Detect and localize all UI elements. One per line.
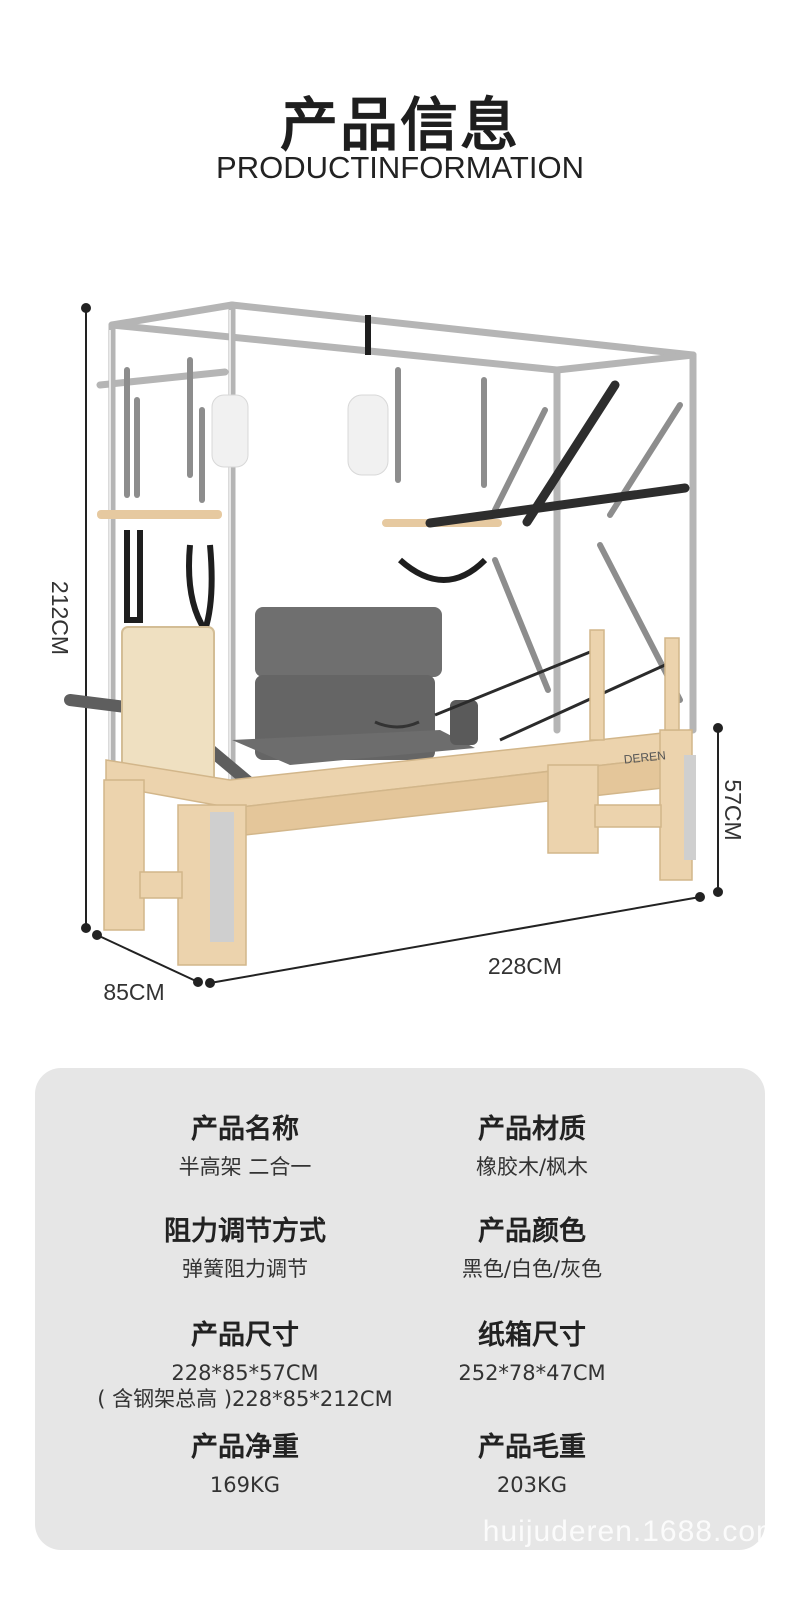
spec-gross-weight: 产品毛重 203KG [367, 1430, 697, 1498]
spec-label: 阻力调节方式 [164, 1216, 326, 1247]
springs [124, 357, 683, 703]
metal-rails [210, 755, 696, 942]
spec-value: 228*85*57CM [171, 1361, 319, 1385]
spec-value: 弹簧阻力调节 [182, 1257, 308, 1281]
spec-value: 半高架 二合一 [178, 1155, 312, 1179]
spec-value: 203KG [496, 1473, 568, 1497]
footboard [121, 626, 215, 788]
metal-frame [96, 301, 697, 814]
spec-label: 产品毛重 [478, 1432, 586, 1463]
spec-value: 黑色/白色/灰色 [461, 1257, 603, 1281]
dimension-lines [81, 303, 723, 988]
page-title: 产品信息 [279, 91, 520, 159]
dim-length: 228CM [488, 953, 562, 979]
spec-label: 产品尺寸 [191, 1320, 299, 1351]
spec-net-weight: 产品净重 169KG [80, 1430, 410, 1498]
spec-product-name: 产品名称 半高架 二合一 [80, 1112, 410, 1180]
spec-resistance: 阻力调节方式 弹簧阻力调节 [80, 1214, 410, 1282]
watermark: huijuderen.1688.com [482, 1515, 782, 1548]
product-image: DEREN 212CM 57CM 228CM 85CM [47, 301, 746, 1005]
spec-value-2: ( 含钢架总高 )228*85*212CM [97, 1387, 393, 1411]
fluffy-loops [211, 394, 389, 476]
spec-panel: 产品名称 半高架 二合一 产品材质 橡胶木/枫木 阻力调节方式 弹簧阻力调节 产… [35, 1068, 765, 1550]
spec-carton-size: 纸箱尺寸 252*78*47CM [367, 1318, 697, 1386]
spec-value: 169KG [209, 1473, 281, 1497]
spec-material: 产品材质 橡胶木/枫木 [367, 1112, 697, 1180]
spec-label: 产品材质 [478, 1114, 586, 1145]
brand-logo: DEREN [623, 748, 666, 766]
spec-size: 产品尺寸 228*85*57CM ( 含钢架总高 )228*85*212CM [80, 1318, 410, 1412]
spec-color: 产品颜色 黑色/白色/灰色 [367, 1214, 697, 1282]
spec-label: 产品净重 [191, 1432, 299, 1463]
shoulder-rest [450, 700, 478, 745]
page-subtitle: PRODUCTINFORMATION [216, 150, 584, 185]
spec-label: 纸箱尺寸 [478, 1320, 586, 1351]
spec-value: 橡胶木/枫木 [475, 1155, 589, 1179]
dim-height-total: 212CM [47, 581, 73, 655]
ropes [434, 648, 666, 742]
spec-value: 252*78*47CM [458, 1361, 606, 1385]
dim-height-bed: 57CM [720, 779, 746, 840]
carriage [232, 730, 475, 765]
dim-width: 85CM [103, 979, 164, 1005]
spec-label: 产品名称 [191, 1114, 299, 1145]
straps [124, 315, 488, 637]
push-through-bar [425, 380, 690, 528]
spec-label: 产品颜色 [478, 1216, 586, 1247]
